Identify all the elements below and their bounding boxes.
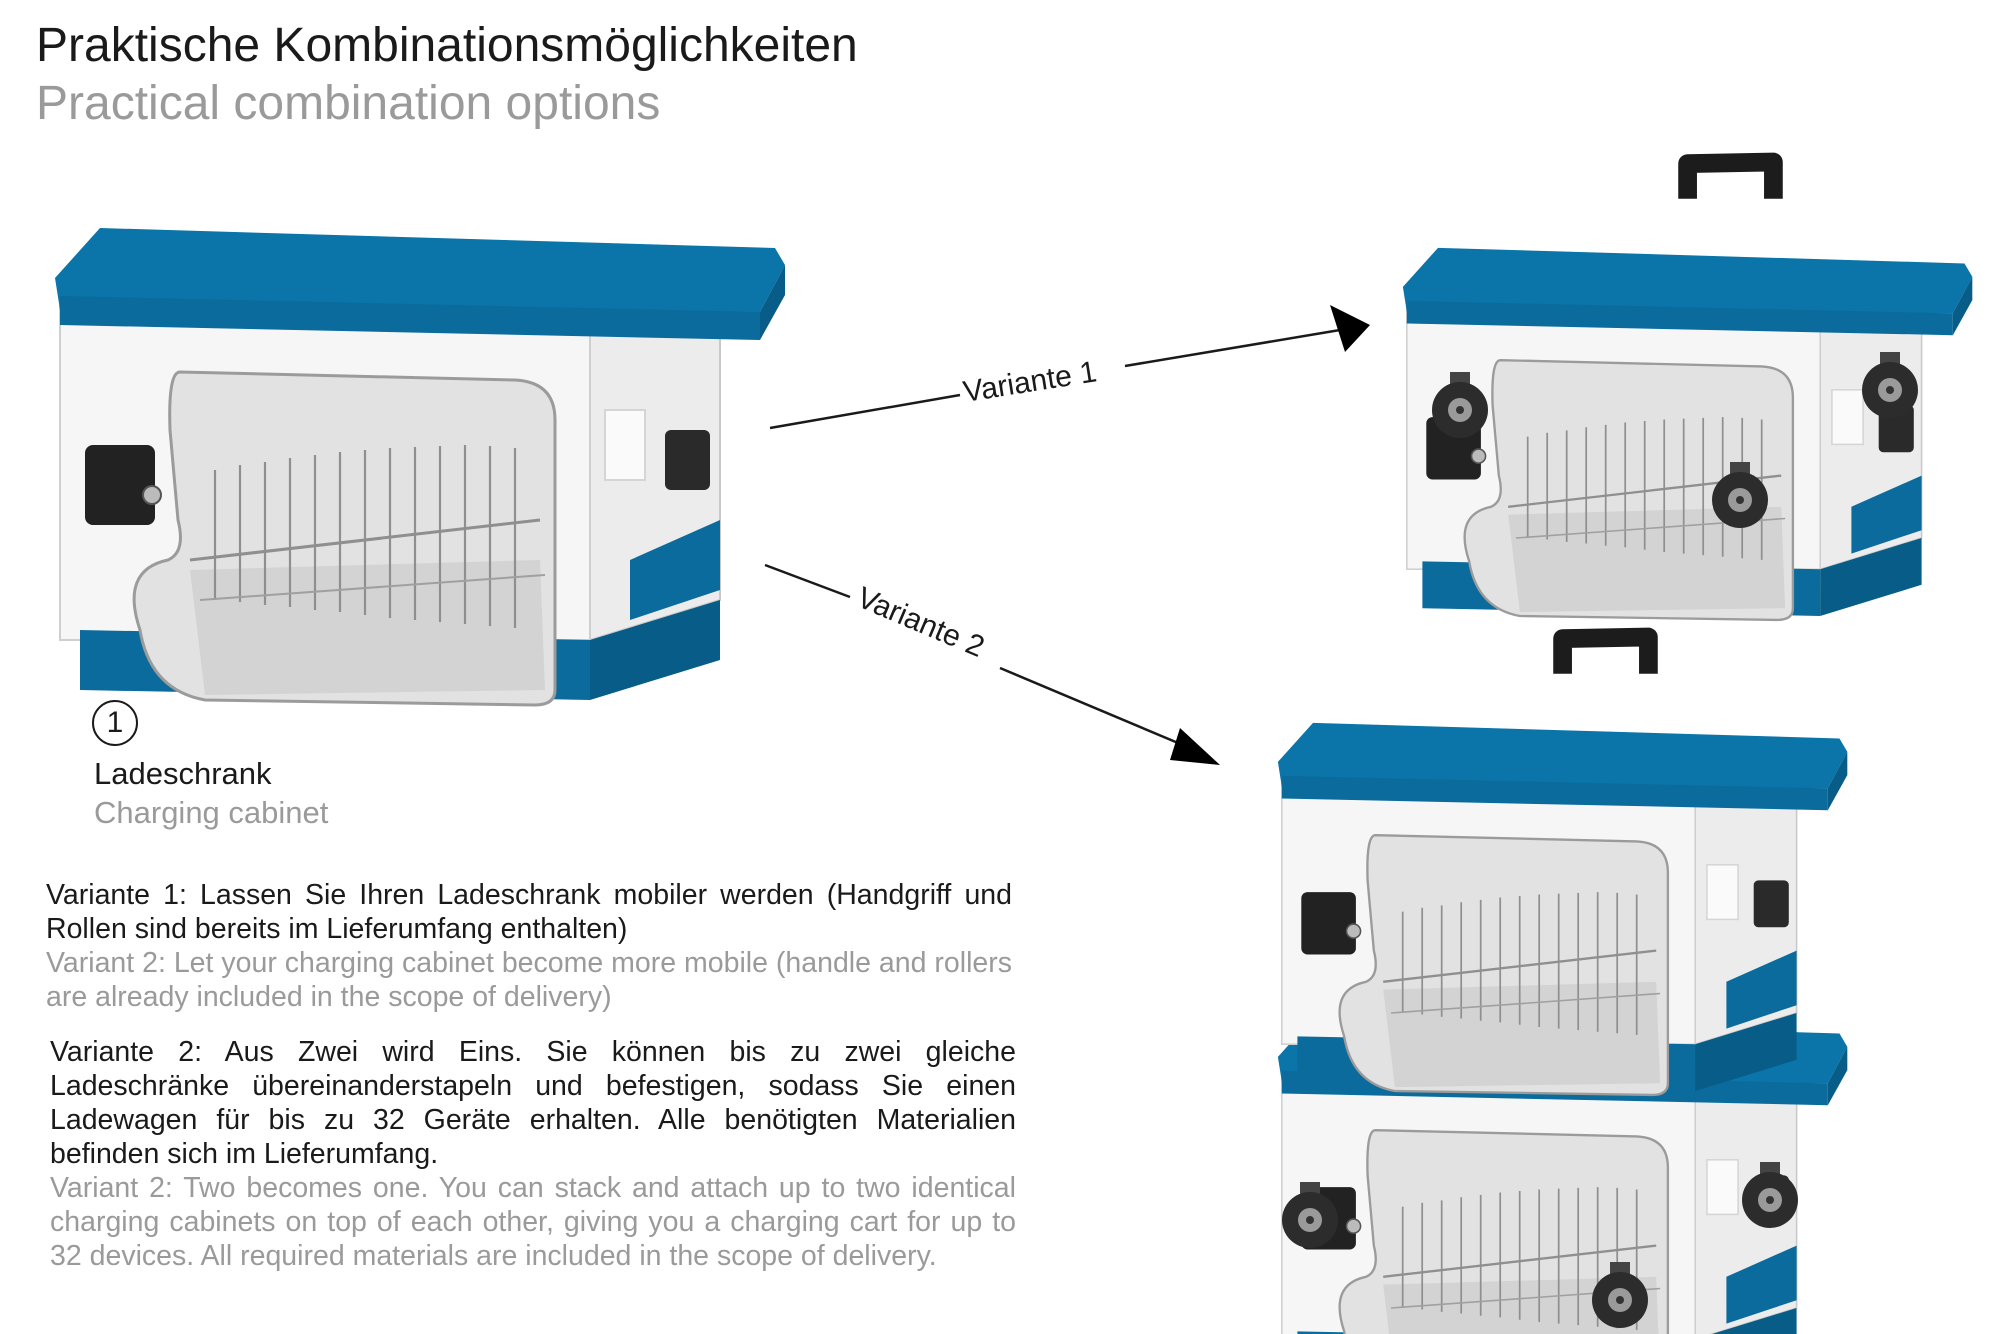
variant2-text-en: Variant 2: Two becomes one. You can stac…: [50, 1172, 1016, 1272]
product-name-en: Charging cabinet: [94, 795, 329, 830]
variant2-arrow: Variante 2: [764, 563, 1220, 765]
variant1-text-de: Variante 1: Lassen Sie Ihren Ladeschrank…: [46, 879, 1012, 945]
variant1-mobile-cabinet-illustration: [1401, 152, 1974, 622]
variant2-stacked-cart-illustration: [1276, 627, 1849, 1334]
variant2-description: Variante 2: Aus Zwei wird Eins. Sie könn…: [50, 1035, 1016, 1273]
variant2-text-de: Variante 2: Aus Zwei wird Eins. Sie könn…: [50, 1036, 1016, 1170]
charging-cabinet-illustration: [53, 226, 787, 707]
product-name-de: Ladeschrank: [94, 756, 272, 791]
page-title: Praktische Kombinationsmöglichkeiten: [36, 19, 858, 72]
variant1-arrow-label: Variante 1: [961, 355, 1099, 409]
variant2-arrow-label: Variante 2: [852, 581, 989, 664]
variant1-description: Variante 1: Lassen Sie Ihren Ladeschrank…: [46, 878, 1012, 1014]
variant1-arrow: Variante 1: [769, 305, 1370, 430]
product-number-badge: 1: [92, 700, 138, 746]
page-subtitle: Practical combination options: [36, 77, 661, 130]
variant1-text-en: Variant 2: Let your charging cabinet bec…: [46, 947, 1012, 1013]
